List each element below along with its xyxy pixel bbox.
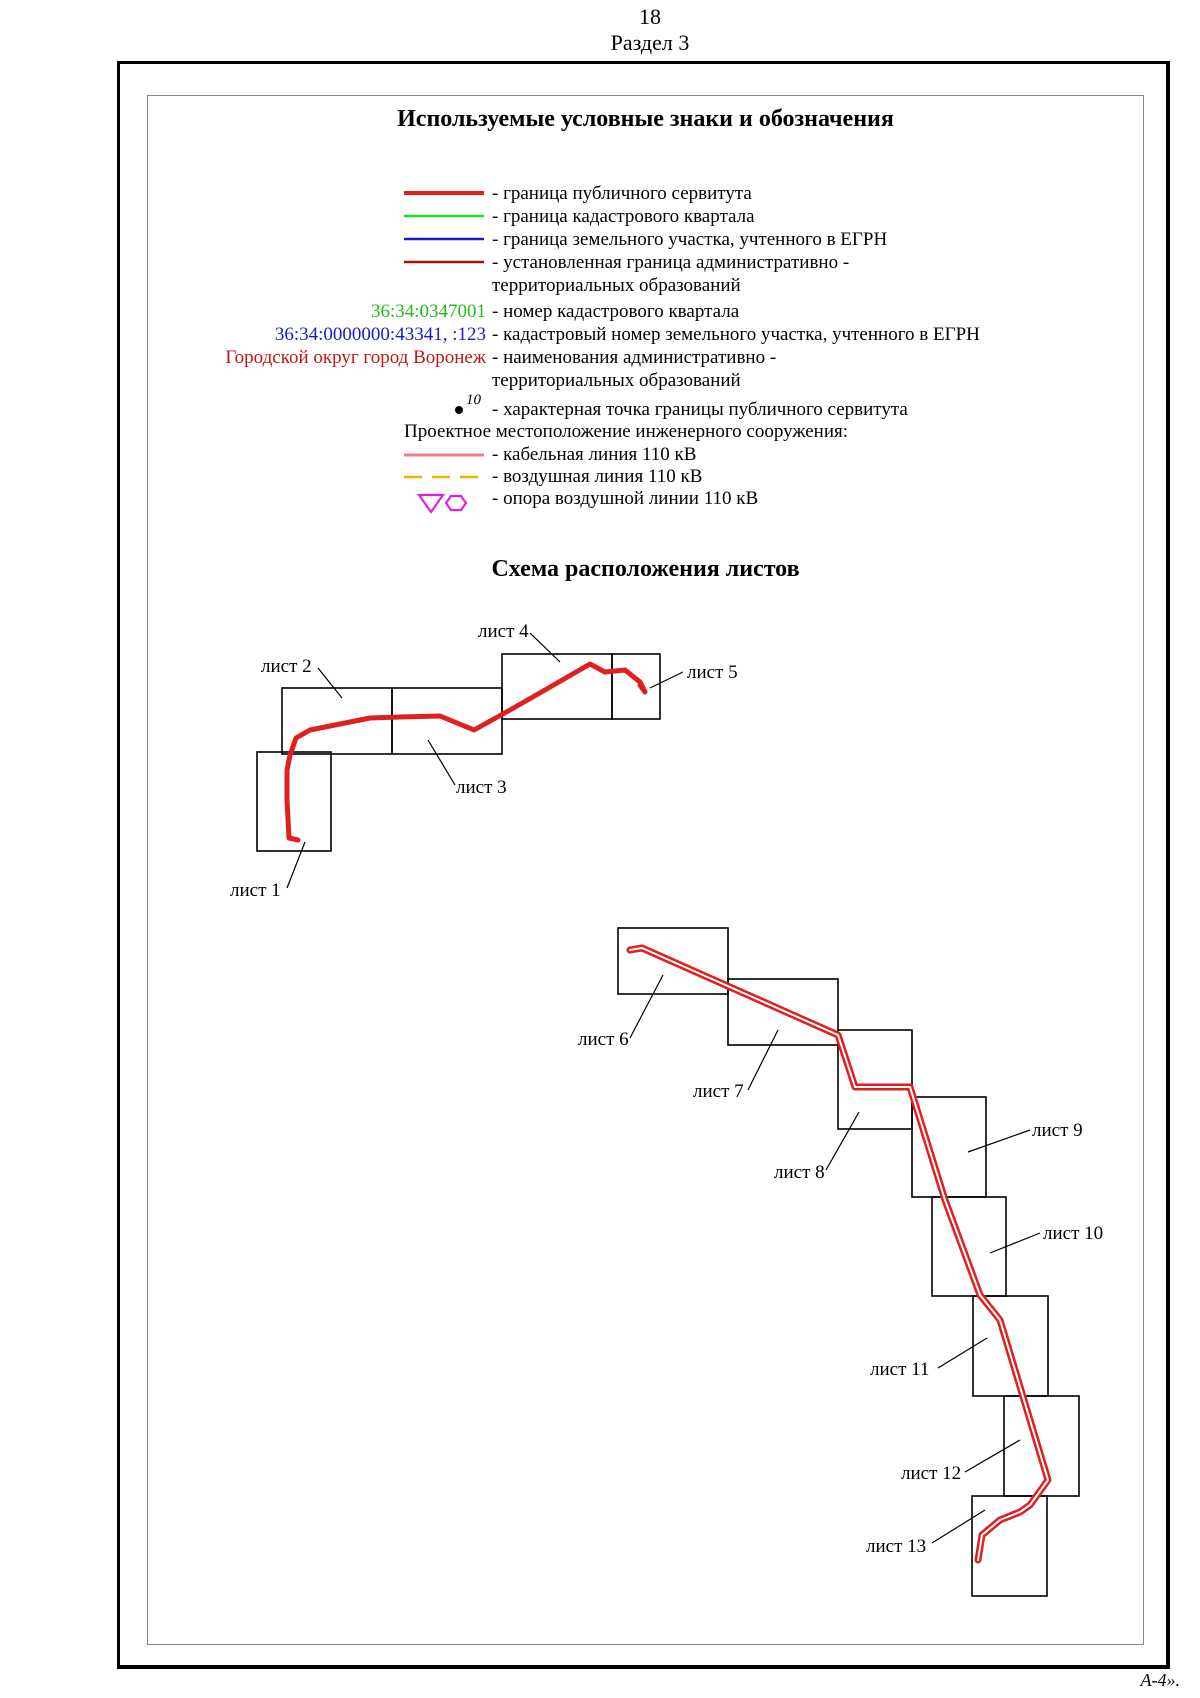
sheet-label: лист 5	[687, 662, 738, 683]
servitude-route-lower	[626, 944, 1052, 1564]
legend-text-overhead: - воздушная линия 110 кВ	[492, 466, 703, 487]
leader-lines	[286, 632, 1041, 1544]
sheet-label: лист 7	[693, 1081, 744, 1102]
scheme-title: Схема расположения листов	[491, 556, 800, 582]
sheet-frame-5	[611, 653, 661, 720]
sheet-frame-13	[971, 1495, 1048, 1597]
sheet-label: лист 10	[1043, 1223, 1103, 1244]
legend-text-point: - характерная точка границы публичного с…	[492, 399, 908, 420]
sheet-frame-7	[727, 978, 839, 1046]
sheet-frames	[256, 653, 1080, 1597]
outer-frame	[117, 61, 1170, 1669]
legend-text-land-plot: - граница земельного участка, учтенного …	[492, 229, 888, 250]
sheet-label: лист 8	[774, 1162, 825, 1183]
legend-text-cadastral-quarter: - граница кадастрового квартала	[492, 206, 755, 227]
legend-text-quarter-number: - номер кадастрового квартала	[492, 301, 740, 322]
legend-text-admin-name-2: территориальных образований	[492, 370, 741, 391]
sheet-frame-8	[837, 1029, 913, 1130]
page-number: 18	[639, 4, 661, 29]
sample-quarter-number: 36:34:0347001	[370, 301, 486, 322]
sheet-frame-9	[911, 1096, 987, 1198]
sheet-label: лист 12	[901, 1463, 961, 1484]
footer-text: А-4».	[1140, 1670, 1181, 1690]
hexagon-support-icon	[444, 494, 468, 512]
legend-project-header: Проектное местоположение инженерного соо…	[404, 421, 849, 442]
sheet-frame-3	[391, 687, 503, 755]
inner-frame	[147, 95, 1144, 1645]
sheet-label: лист 9	[1032, 1120, 1083, 1141]
sheet-label: лист 13	[866, 1536, 926, 1557]
sheet-label: лист 6	[578, 1029, 629, 1050]
sheet-frame-4	[501, 653, 613, 720]
sheet-frame-2	[281, 687, 393, 755]
legend-text-admin-name: - наименования административно -	[492, 347, 777, 368]
legend-text-admin-boundary: - установленная граница административно …	[492, 252, 850, 273]
legend-text-admin-boundary-2: территориальных образований	[492, 275, 741, 296]
legend-text-servitude: - граница публичного сервитута	[492, 183, 752, 204]
legend-point-icon	[455, 406, 463, 414]
sheet-label: лист 11	[870, 1359, 929, 1380]
servitude-route-upper	[284, 661, 648, 843]
sheet-frame-1	[256, 751, 332, 852]
sheet-label: лист 1	[230, 880, 281, 901]
sheet-frame-6	[617, 927, 729, 995]
sample-point-number: 10	[466, 392, 481, 408]
sample-admin-name: Городской округ город Воронеж	[225, 347, 486, 368]
sheet-labels: лист 1 лист 2 лист 3 лист 4 лист 5 лист …	[230, 621, 1103, 1557]
section-title: Раздел 3	[610, 30, 690, 55]
sheet-label: лист 3	[456, 777, 507, 798]
legend-symbols	[404, 191, 484, 514]
legend-title: Используемые условные знаки и обозначени…	[397, 106, 894, 132]
sheet-label: лист 4	[478, 621, 529, 642]
legend-text-support: - опора воздушной линии 110 кВ	[492, 488, 759, 509]
sheet-frame-12	[1003, 1395, 1080, 1497]
triangle-support-icon	[416, 493, 446, 514]
sheet-label: лист 2	[261, 656, 312, 677]
legend-text-cable: - кабельная линия 110 кВ	[492, 444, 697, 465]
legend-text-cadastral-number: - кадастровый номер земельного участка, …	[492, 324, 980, 345]
sample-cadastral-number: 36:34:0000000:43341, :123	[274, 324, 486, 345]
sheet-frame-10	[931, 1196, 1007, 1297]
